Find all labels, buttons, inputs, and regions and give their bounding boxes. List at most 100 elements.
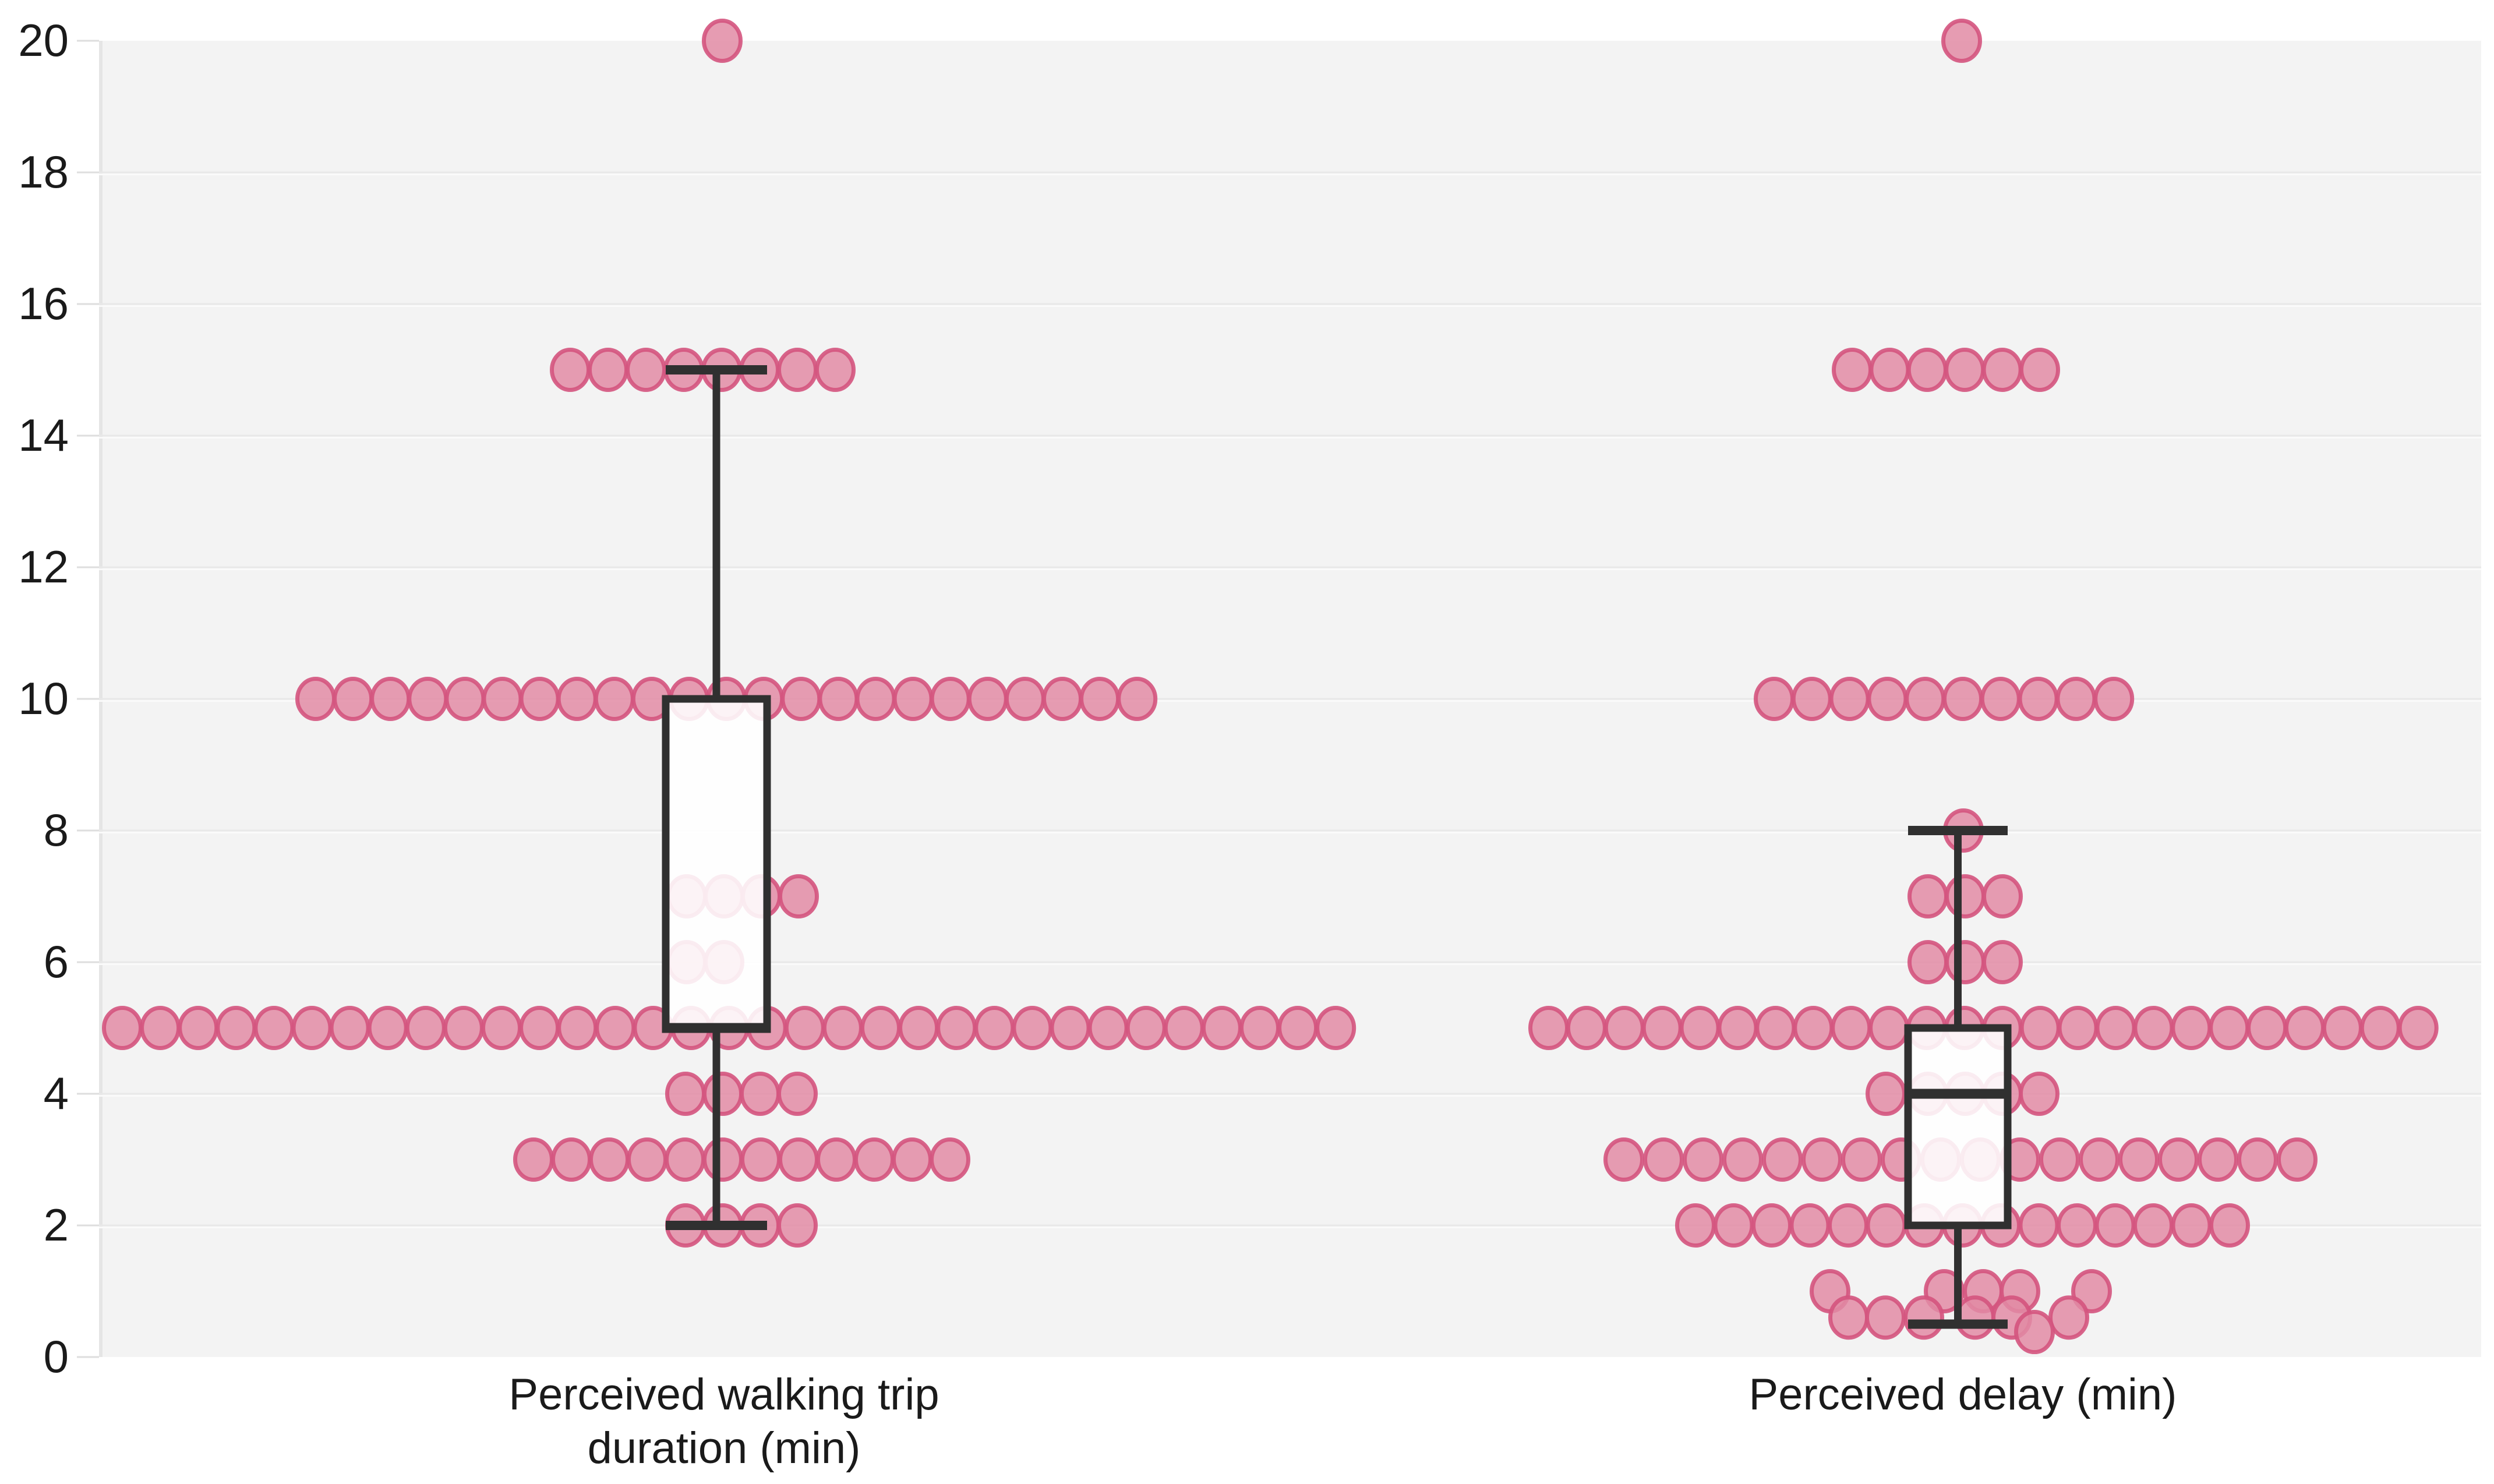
data-point bbox=[1945, 940, 1986, 984]
x-axis-label-walking-trip-duration: duration (min) bbox=[588, 1423, 861, 1473]
data-point bbox=[822, 1006, 863, 1050]
data-point bbox=[2019, 1006, 2061, 1050]
data-point bbox=[777, 348, 818, 392]
data-point bbox=[892, 1137, 932, 1182]
data-point bbox=[930, 677, 971, 721]
data-point bbox=[589, 1137, 630, 1182]
data-point bbox=[1679, 1006, 1721, 1050]
data-point bbox=[1907, 940, 1948, 984]
y-tick-label: 18 bbox=[18, 146, 69, 197]
data-point bbox=[1868, 1006, 1910, 1050]
data-point bbox=[1683, 1137, 1723, 1182]
data-point bbox=[1315, 1006, 1356, 1050]
data-point bbox=[407, 677, 448, 721]
y-tick-label: 16 bbox=[18, 278, 69, 329]
data-point bbox=[1906, 348, 1948, 392]
y-tick-label: 0 bbox=[44, 1331, 69, 1382]
data-point bbox=[513, 1137, 554, 1182]
data-point bbox=[140, 1006, 181, 1050]
data-point bbox=[1841, 1137, 1882, 1182]
data-point bbox=[443, 1006, 484, 1050]
data-point bbox=[2209, 1203, 2250, 1248]
data-point bbox=[967, 677, 1008, 721]
y-tick-label: 14 bbox=[18, 409, 69, 461]
data-point bbox=[930, 1137, 970, 1182]
data-point bbox=[818, 677, 859, 721]
data-point bbox=[1717, 1006, 1758, 1050]
data-point bbox=[2057, 1006, 2099, 1050]
data-point bbox=[1865, 1295, 1906, 1340]
data-point bbox=[860, 1006, 901, 1050]
data-point bbox=[2019, 1072, 2060, 1116]
data-point bbox=[1791, 677, 1832, 721]
data-point bbox=[2079, 1137, 2119, 1182]
data-point bbox=[2198, 1137, 2238, 1182]
data-point bbox=[2094, 1203, 2136, 1248]
data-point bbox=[2048, 1295, 2089, 1340]
data-point bbox=[2118, 1137, 2159, 1182]
data-point bbox=[444, 677, 486, 721]
data-point bbox=[1751, 1203, 1792, 1248]
data-point bbox=[780, 677, 822, 721]
data-point bbox=[1942, 677, 1983, 721]
data-point bbox=[1079, 677, 1121, 721]
data-point bbox=[2237, 1137, 2278, 1182]
data-point bbox=[2133, 1203, 2174, 1248]
data-point bbox=[892, 677, 934, 721]
data-point bbox=[556, 677, 598, 721]
data-point bbox=[329, 1006, 370, 1050]
data-point bbox=[1941, 19, 1982, 63]
data-point bbox=[740, 1137, 781, 1182]
data-point bbox=[665, 1072, 706, 1116]
data-point bbox=[855, 677, 896, 721]
data-point bbox=[1754, 677, 1794, 721]
data-point bbox=[333, 677, 374, 721]
data-point bbox=[295, 677, 336, 721]
data-point bbox=[1163, 1006, 1204, 1050]
data-point bbox=[588, 348, 628, 392]
y-tick-label: 10 bbox=[18, 673, 69, 724]
data-point bbox=[2093, 677, 2135, 721]
data-point bbox=[1866, 1203, 1907, 1248]
data-point bbox=[1643, 1137, 1684, 1182]
data-point bbox=[595, 1006, 636, 1050]
data-point bbox=[1201, 1006, 1242, 1050]
data-point bbox=[1004, 677, 1045, 721]
data-point bbox=[405, 1006, 446, 1050]
box-plot-walking-trip-duration bbox=[662, 365, 771, 1230]
y-tick-label: 4 bbox=[44, 1068, 69, 1119]
data-point bbox=[1087, 1006, 1129, 1050]
data-point bbox=[2322, 1006, 2363, 1050]
data-point bbox=[1793, 1006, 1834, 1050]
data-point bbox=[1762, 1137, 1803, 1182]
data-point bbox=[1905, 677, 1946, 721]
x-axis-label-delay: Perceived delay (min) bbox=[1749, 1370, 2177, 1419]
data-point bbox=[1981, 348, 2023, 392]
data-point bbox=[2246, 1006, 2288, 1050]
data-point bbox=[1566, 1006, 1607, 1050]
data-point bbox=[2209, 1006, 2250, 1050]
data-point bbox=[1277, 1006, 1319, 1050]
data-point bbox=[740, 1072, 780, 1116]
data-point bbox=[1755, 1006, 1796, 1050]
data-point bbox=[778, 1137, 819, 1182]
data-point bbox=[1603, 1137, 1644, 1182]
data-point bbox=[1866, 1072, 1906, 1116]
data-point bbox=[2018, 1203, 2060, 1248]
data-point bbox=[1125, 1006, 1167, 1050]
data-point bbox=[2158, 1137, 2199, 1182]
data-point bbox=[1239, 1006, 1280, 1050]
data-point bbox=[2171, 1006, 2212, 1050]
data-point bbox=[936, 1006, 977, 1050]
data-point bbox=[627, 1137, 667, 1182]
data-point bbox=[1050, 1006, 1091, 1050]
data-point bbox=[2095, 1006, 2136, 1050]
data-point bbox=[2171, 1203, 2212, 1248]
data-point bbox=[481, 1006, 522, 1050]
data-point bbox=[665, 1137, 705, 1182]
y-tick-label: 20 bbox=[18, 15, 69, 66]
data-point bbox=[1675, 1203, 1716, 1248]
data-point bbox=[1603, 1006, 1645, 1050]
